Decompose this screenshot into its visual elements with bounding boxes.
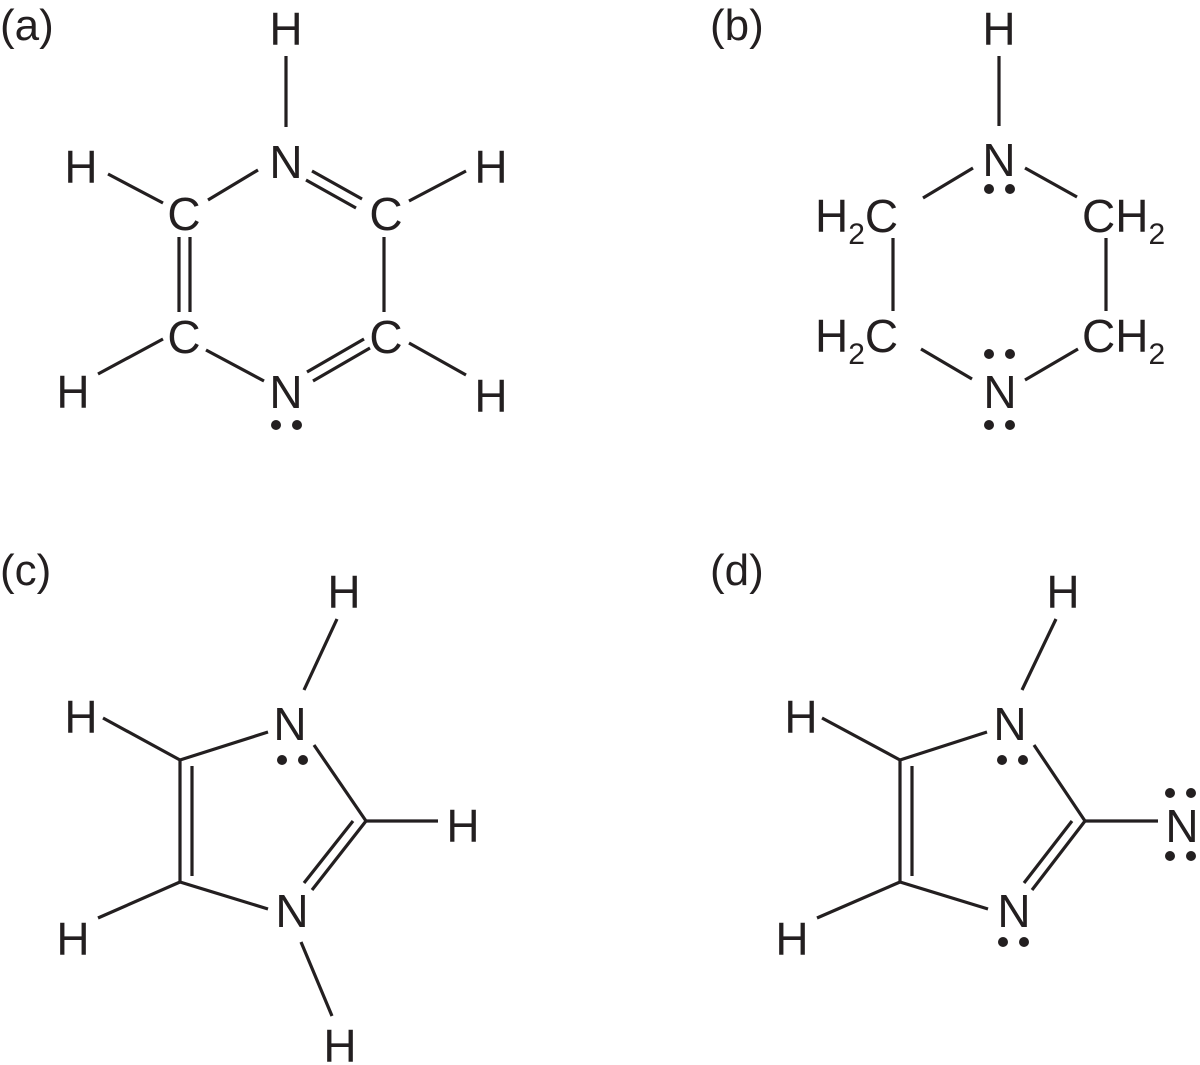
bond-a-cn-lower-right-1 (306, 337, 365, 374)
atom-d-n-top: N (993, 698, 1026, 750)
atom-d-h-top: H (1046, 566, 1079, 618)
atom-c-h-top: H (327, 566, 360, 618)
bond-c-nh-bottom (299, 941, 334, 1017)
atom-d-h-lower-left: H (775, 913, 808, 965)
atom-c-h-bottom: H (323, 1020, 356, 1065)
panel-label-b: (b) (710, 1, 764, 50)
panel-label-d: (d) (710, 546, 764, 595)
atom-a-h-upper-left: H (64, 141, 97, 193)
lone-pair-dot (1019, 937, 1029, 947)
atom-a-h-upper-right: H (474, 141, 507, 193)
bond-d-cn-lower (899, 880, 989, 911)
bond-c-nc-upper-right (312, 744, 368, 822)
atom-c-n-bottom: N (275, 885, 308, 937)
bond-d-ch-lower-left (816, 880, 901, 920)
bond-d-cn-lower-right-1 (1030, 820, 1087, 891)
bond-d-cn-lower-right-2 (1022, 820, 1074, 884)
panel-b: (b) H N H2C CH2 H2C CH2 N (710, 1, 1165, 430)
atom-a-h-lower-right: H (474, 370, 507, 422)
panel-c: (c) H H N H H N H (0, 546, 480, 1065)
lone-pair-dot (984, 420, 994, 430)
bond-d-ch-upper-left (821, 716, 901, 762)
bond-c-cn-lower-right-2 (302, 820, 355, 884)
atom-c-h-right: H (446, 800, 479, 852)
atom-a-h-lower-left: H (56, 366, 89, 418)
atom-d-n-amino: N (1165, 800, 1198, 852)
atom-d-h-upper-left: H (784, 691, 817, 743)
panel-label-c: (c) (0, 546, 51, 595)
bond-c-ch-upper-left (102, 716, 181, 762)
lone-pair-dot (1165, 788, 1175, 798)
atom-a-c-lower-right: C (369, 311, 402, 363)
lone-pair-dot (984, 349, 994, 359)
atom-b-n-bottom: N (983, 366, 1016, 418)
lone-pair-dot (998, 937, 1008, 947)
bond-b-cn-lower-left (920, 347, 973, 381)
atom-a-c-lower-left: C (167, 311, 200, 363)
lone-pair-dot (1005, 349, 1015, 359)
bond-a-cn-upper-right-2 (305, 178, 357, 210)
bond-c-ch-lower-left (97, 880, 181, 920)
bond-a-ch-upper-left (107, 172, 164, 205)
bond-c-cn-upper (179, 730, 269, 762)
atom-b-ch2-upper-right: CH2 (1082, 190, 1165, 251)
lone-pair-dot (277, 755, 287, 765)
bond-c-cn-lower-right-1 (310, 820, 368, 891)
lone-pair-dot (298, 755, 308, 765)
atom-b-h-top: H (982, 3, 1015, 55)
atom-b-ch2-lower-left: H2C (815, 310, 898, 371)
bond-d-nc-upper-right (1032, 744, 1087, 822)
atom-b-n-top: N (982, 134, 1015, 186)
bond-a-ch-upper-right (408, 169, 467, 203)
lone-pair-dot (1186, 788, 1196, 798)
atom-a-n-top: N (269, 136, 302, 188)
lone-pair-dot (292, 420, 302, 430)
atom-b-ch2-lower-right: CH2 (1082, 310, 1165, 371)
lone-pair-dot (984, 184, 994, 194)
atom-a-c-upper-left: C (167, 188, 200, 240)
lone-pair-dot (1005, 184, 1015, 194)
bond-b-cn-upper-right (1024, 166, 1078, 199)
panel-label-a: (a) (0, 1, 54, 50)
bond-b-cn-upper-left (922, 166, 974, 200)
bond-a-ch-lower-right (408, 341, 467, 377)
atom-a-n-bottom: N (269, 366, 302, 418)
bond-a-ch-lower-left (97, 337, 164, 376)
bond-b-cn-lower-right (1024, 347, 1079, 382)
lone-pair-dot (1018, 755, 1028, 765)
bond-c-cn-lower (179, 880, 269, 911)
lone-pair-dot (271, 420, 281, 430)
bond-a-cn-upper-left (207, 168, 259, 202)
panel-a: (a) H N H C C H C C H H N (0, 1, 508, 430)
lone-pair-dot (1005, 420, 1015, 430)
atom-c-h-upper-left: H (64, 691, 97, 743)
bond-a-cn-lower-right-2 (312, 346, 371, 383)
lone-pair-dot (1186, 851, 1196, 861)
atom-c-h-lower-left: H (56, 913, 89, 965)
bond-a-cn-lower-left (205, 348, 265, 383)
bond-a-cn-upper-right-1 (311, 169, 363, 201)
bond-d-nh-top (1020, 618, 1058, 691)
bond-c-nh-top (302, 618, 339, 691)
atom-c-n-top: N (273, 698, 306, 750)
atom-b-ch2-upper-left: H2C (815, 190, 898, 251)
panel-d: (d) H H N N H N (710, 546, 1199, 965)
lone-pair-dot (997, 755, 1007, 765)
lone-pair-dot (1165, 851, 1175, 861)
bond-d-cn-upper (899, 730, 988, 762)
atom-a-c-upper-right: C (369, 188, 402, 240)
atom-a-h-top: H (269, 3, 302, 55)
atom-d-n-bottom: N (997, 885, 1030, 937)
